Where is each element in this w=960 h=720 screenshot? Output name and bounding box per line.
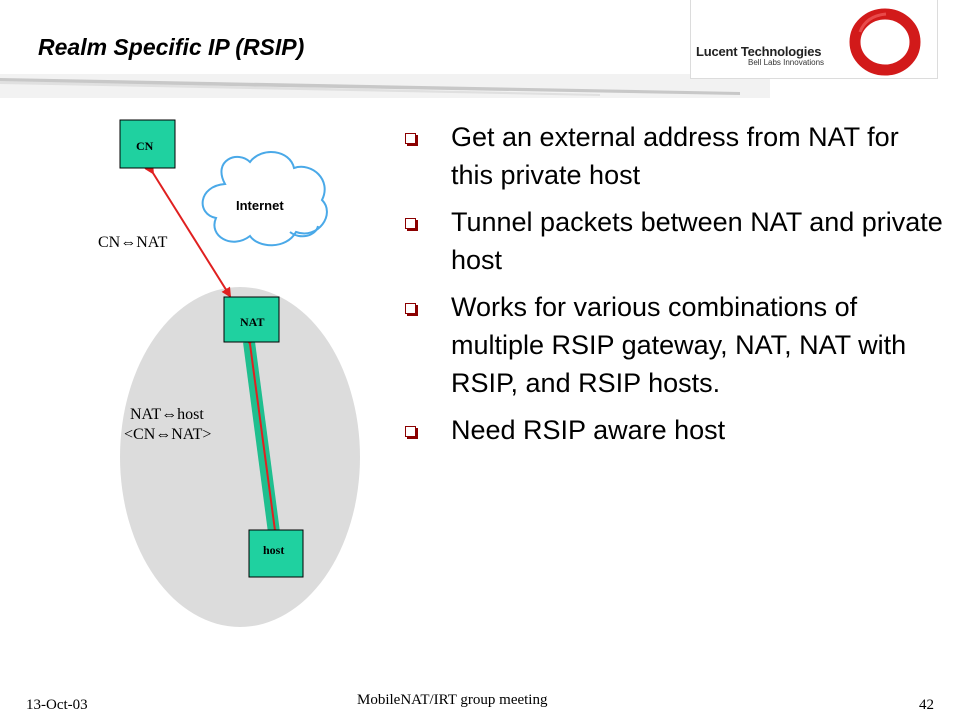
bullet-item: Tunnel packets between NAT and private h… [404,203,944,279]
square-bullet-icon [405,218,416,229]
cn-box [119,119,176,169]
footer-title: MobileNAT/IRT group meeting [357,692,548,708]
cn-box-label: CN [136,139,154,153]
internet-label: Internet [236,198,284,213]
host-box-label: host [263,543,285,557]
host-box [248,529,304,578]
square-bullet-icon [405,133,416,144]
bullet-item: Need RSIP aware host [404,411,944,449]
bullet-item: Works for various combinations of multip… [404,288,944,402]
nat-box-label: NAT [240,315,265,329]
slide-title: Realm Specific IP (RSIP) [38,34,305,60]
square-bullet-icon [405,303,416,314]
arrow-nat-host [243,335,280,540]
network-diagram [119,119,360,627]
bullet-list: Get an external address from NAT for thi… [404,118,944,458]
bullet-text: Tunnel packets between NAT and private h… [451,207,943,275]
nat-host-label: NAT⇔host [130,406,204,423]
page-number: 42 [919,697,934,713]
internet-cloud-icon [201,150,328,247]
footer-date: 13-Oct-03 [26,697,88,713]
lucent-ring-icon [849,8,921,76]
logo-subtitle: Bell Labs Innovations [748,58,825,67]
arrow-cn-nat [144,163,232,298]
bullet-text: Works for various combinations of multip… [451,292,907,398]
header-rule [0,74,770,98]
logo-name: Lucent Technologies [696,44,822,59]
nat-host-inner-label: <CN⇔NAT> [124,426,212,443]
bullet-item: Get an external address from NAT for thi… [404,118,944,194]
bullet-text: Need RSIP aware host [451,415,726,445]
cn-nat-label: CN⇔NAT [98,234,168,251]
nat-box [223,296,280,343]
square-bullet-icon [405,426,416,437]
bullet-text: Get an external address from NAT for thi… [451,122,899,190]
